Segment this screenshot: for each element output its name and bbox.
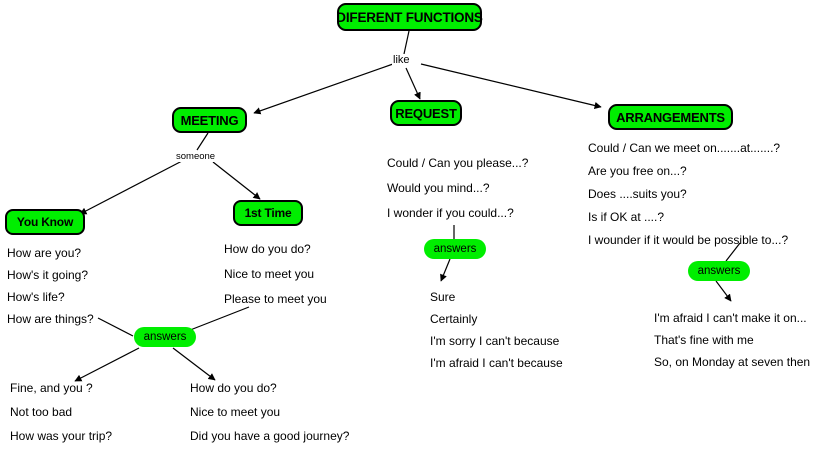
edge-like-to-meeting — [253, 63, 394, 115]
list-item: Does ....suits you? — [588, 187, 687, 201]
edge-like-to-request — [405, 67, 421, 100]
list-item: Could / Can you please...? — [387, 156, 529, 170]
list-item: How's it going? — [7, 268, 88, 282]
list-item: How are things? — [7, 312, 94, 326]
list-item: So, on Monday at seven then — [654, 355, 811, 369]
node-you-know[interactable]: You Know — [5, 209, 85, 235]
list-item: Not too bad — [10, 405, 73, 419]
node-meeting[interactable]: MEETING — [172, 107, 247, 133]
list-item: Nice to meet you — [224, 267, 315, 281]
edge-youknow-to-answers — [97, 317, 134, 337]
edge-root-to-like — [403, 30, 410, 55]
list-item: Please to meet you — [224, 292, 327, 306]
list-item: Did you have a good journey? — [190, 429, 350, 443]
node-root[interactable]: DIFERENT FUNCTIONS — [336, 3, 483, 31]
list-item: I wonder if you could...? — [387, 206, 514, 220]
edge-label-someone: someone — [175, 151, 217, 162]
list-request-answers: Sure Certainly I'm sorry I can't because… — [430, 286, 563, 374]
list-item: I'm sorry I can't because — [430, 334, 560, 348]
list-item: Fine, and you ? — [10, 381, 93, 395]
list-item: Could / Can we meet on.......at.......? — [588, 141, 781, 155]
list-item: How do you do? — [190, 381, 277, 395]
list-arrangements: Could / Can we meet on.......at.......? … — [588, 137, 788, 252]
node-request[interactable]: REQUEST — [390, 100, 462, 126]
list-item: That's fine with me — [654, 333, 754, 347]
list-item: Sure — [430, 290, 456, 304]
list-item: Are you free on...? — [588, 164, 687, 178]
list-arrangements-answers: I'm afraid I can't make it on... That's … — [654, 307, 810, 373]
list-item: How are you? — [7, 246, 82, 260]
pill-answers-meeting[interactable]: answers — [134, 327, 196, 347]
list-request: Could / Can you please...? Would you min… — [387, 151, 528, 226]
list-meeting-answers-left: Fine, and you ? Not too bad How was your… — [10, 376, 112, 448]
list-first-time: How do you do? Nice to meet you Please t… — [224, 237, 327, 312]
list-item: Would you mind...? — [387, 181, 490, 195]
edge-request-answers-to-replies — [440, 258, 451, 282]
edge-arrangements-answers-to-replies — [715, 280, 732, 302]
list-item: How do you do? — [224, 242, 311, 256]
list-item: Certainly — [430, 312, 478, 326]
list-you-know: How are you? How's it going? How's life?… — [7, 242, 94, 330]
edge-label-like: like — [392, 54, 411, 66]
list-item: I'm afraid I can't make it on... — [654, 311, 807, 325]
list-meeting-answers-right: How do you do? Nice to meet you Did you … — [190, 376, 349, 448]
list-item: I'm afraid I can't because — [430, 356, 563, 370]
node-first-time[interactable]: 1st Time — [233, 200, 303, 226]
list-item: Is if OK at ....? — [588, 210, 665, 224]
edge-meeting-to-someone — [196, 132, 209, 151]
pill-answers-request[interactable]: answers — [424, 239, 486, 259]
edge-someone-to-youknow — [79, 160, 183, 215]
list-item: Nice to meet you — [190, 405, 281, 419]
list-item: I wounder if it would be possible to...? — [588, 233, 789, 247]
edge-someone-to-firsttime — [212, 161, 261, 200]
list-item: How was your trip? — [10, 429, 113, 443]
node-arrangements[interactable]: ARRANGEMENTS — [608, 104, 733, 130]
list-item: How's life? — [7, 290, 65, 304]
pill-answers-arrangements[interactable]: answers — [688, 261, 750, 281]
